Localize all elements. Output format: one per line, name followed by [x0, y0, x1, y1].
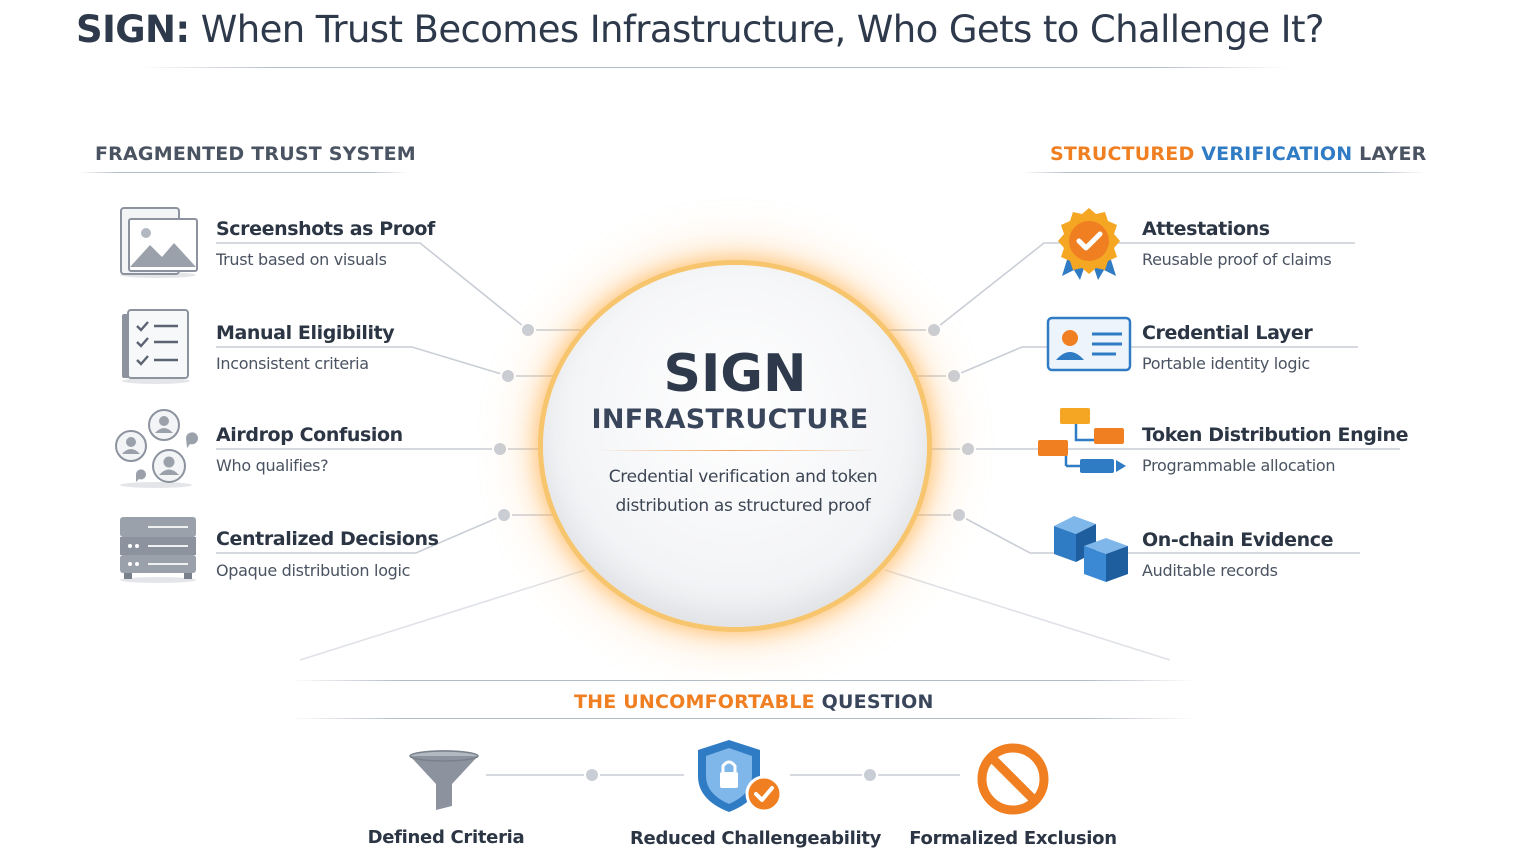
- node-dot: [492, 441, 508, 457]
- right-heading-rule: [1020, 172, 1425, 173]
- bottom-label-reduced: Reduced Challengeability: [630, 828, 882, 849]
- bottom-section-heading: THE UNCOMFORTABLE QUESTION: [574, 691, 934, 713]
- node-dot: [951, 507, 967, 523]
- bottom-top-rule: [290, 680, 1195, 681]
- node-dot: [584, 767, 600, 783]
- item-title-onchain: On-chain Evidence: [1142, 529, 1334, 551]
- node-dot: [862, 767, 878, 783]
- hub-divider: [593, 450, 877, 451]
- node-dot: [946, 368, 962, 384]
- connector-right-4: [958, 514, 1360, 554]
- server-icon: [120, 517, 196, 583]
- heading-part-verification: VERIFICATION: [1201, 143, 1360, 165]
- connector-left-1: [216, 242, 529, 331]
- checklist-icon: [122, 309, 190, 384]
- heading-part-layer: LAYER: [1359, 143, 1427, 165]
- users-group-icon: [115, 409, 198, 488]
- heading-part-uncomfortable: THE UNCOMFORTABLE: [574, 691, 822, 713]
- connector-right-1: [933, 242, 1355, 331]
- badge-check-icon: [1058, 208, 1120, 280]
- hub-title: SIGN: [663, 344, 807, 404]
- id-card-icon: [1046, 316, 1132, 372]
- shield-lock-icon: [698, 740, 783, 813]
- right-section-heading: STRUCTURED VERIFICATION LAYER: [1050, 143, 1427, 165]
- sign-infrastructure-hub: [543, 265, 927, 627]
- hub-desc-line-1: Credential verification and token: [608, 467, 878, 487]
- node-dot: [500, 368, 516, 384]
- node-dot: [960, 441, 976, 457]
- left-section-heading: FRAGMENTED TRUST SYSTEM: [95, 143, 416, 165]
- item-sub-onchain: Auditable records: [1142, 561, 1278, 580]
- item-sub-credential: Portable identity logic: [1142, 354, 1310, 373]
- item-title-token-engine: Token Distribution Engine: [1142, 424, 1409, 446]
- item-sub-attestations: Reusable proof of claims: [1142, 250, 1332, 269]
- item-sub-centralized: Opaque distribution logic: [216, 561, 411, 580]
- bottom-label-defined: Defined Criteria: [367, 827, 525, 848]
- left-heading-rule: [78, 172, 408, 173]
- funnel-icon: [409, 750, 479, 810]
- heading-part-question: QUESTION: [821, 691, 934, 713]
- item-sub-manual: Inconsistent criteria: [216, 354, 369, 373]
- page-title: SIGN: When Trust Becomes Infrastructure,…: [0, 8, 1400, 51]
- item-sub-token-engine: Programmable allocation: [1142, 456, 1336, 475]
- cubes-icon: [1054, 516, 1128, 582]
- hub-description: Credential verification and token distrib…: [593, 463, 893, 521]
- title-rest: When Trust Becomes Infrastructure, Who G…: [189, 8, 1325, 51]
- item-sub-airdrop: Who qualifies?: [216, 456, 329, 475]
- hub-desc-line-2: distribution as structured proof: [615, 496, 871, 516]
- title-lead: SIGN:: [76, 8, 190, 51]
- hub-subtitle: INFRASTRUCTURE: [591, 404, 869, 435]
- image-document-icon: [120, 207, 198, 278]
- item-title-centralized: Centralized Decisions: [216, 528, 439, 550]
- bottom-label-formalized: Formalized Exclusion: [909, 828, 1117, 849]
- prohibited-icon: [977, 743, 1049, 815]
- item-sub-screenshots: Trust based on visuals: [216, 250, 387, 269]
- connector-left-4: [216, 514, 505, 554]
- item-title-attestations: Attestations: [1142, 218, 1270, 240]
- heading-part-structured: STRUCTURED: [1050, 143, 1202, 165]
- bottom-heading-rule: [290, 718, 1195, 719]
- item-title-credential: Credential Layer: [1142, 322, 1313, 344]
- item-title-manual: Manual Eligibility: [216, 322, 395, 344]
- connector-right-2: [953, 346, 1358, 377]
- title-divider: [140, 67, 1290, 68]
- item-title-screenshots: Screenshots as Proof: [216, 218, 435, 240]
- item-title-airdrop: Airdrop Confusion: [216, 424, 403, 446]
- node-dot: [520, 322, 536, 338]
- flow-diagram-icon: [1038, 408, 1126, 473]
- connector-left-2: [216, 346, 509, 377]
- node-dot: [496, 507, 512, 523]
- node-dot: [926, 322, 942, 338]
